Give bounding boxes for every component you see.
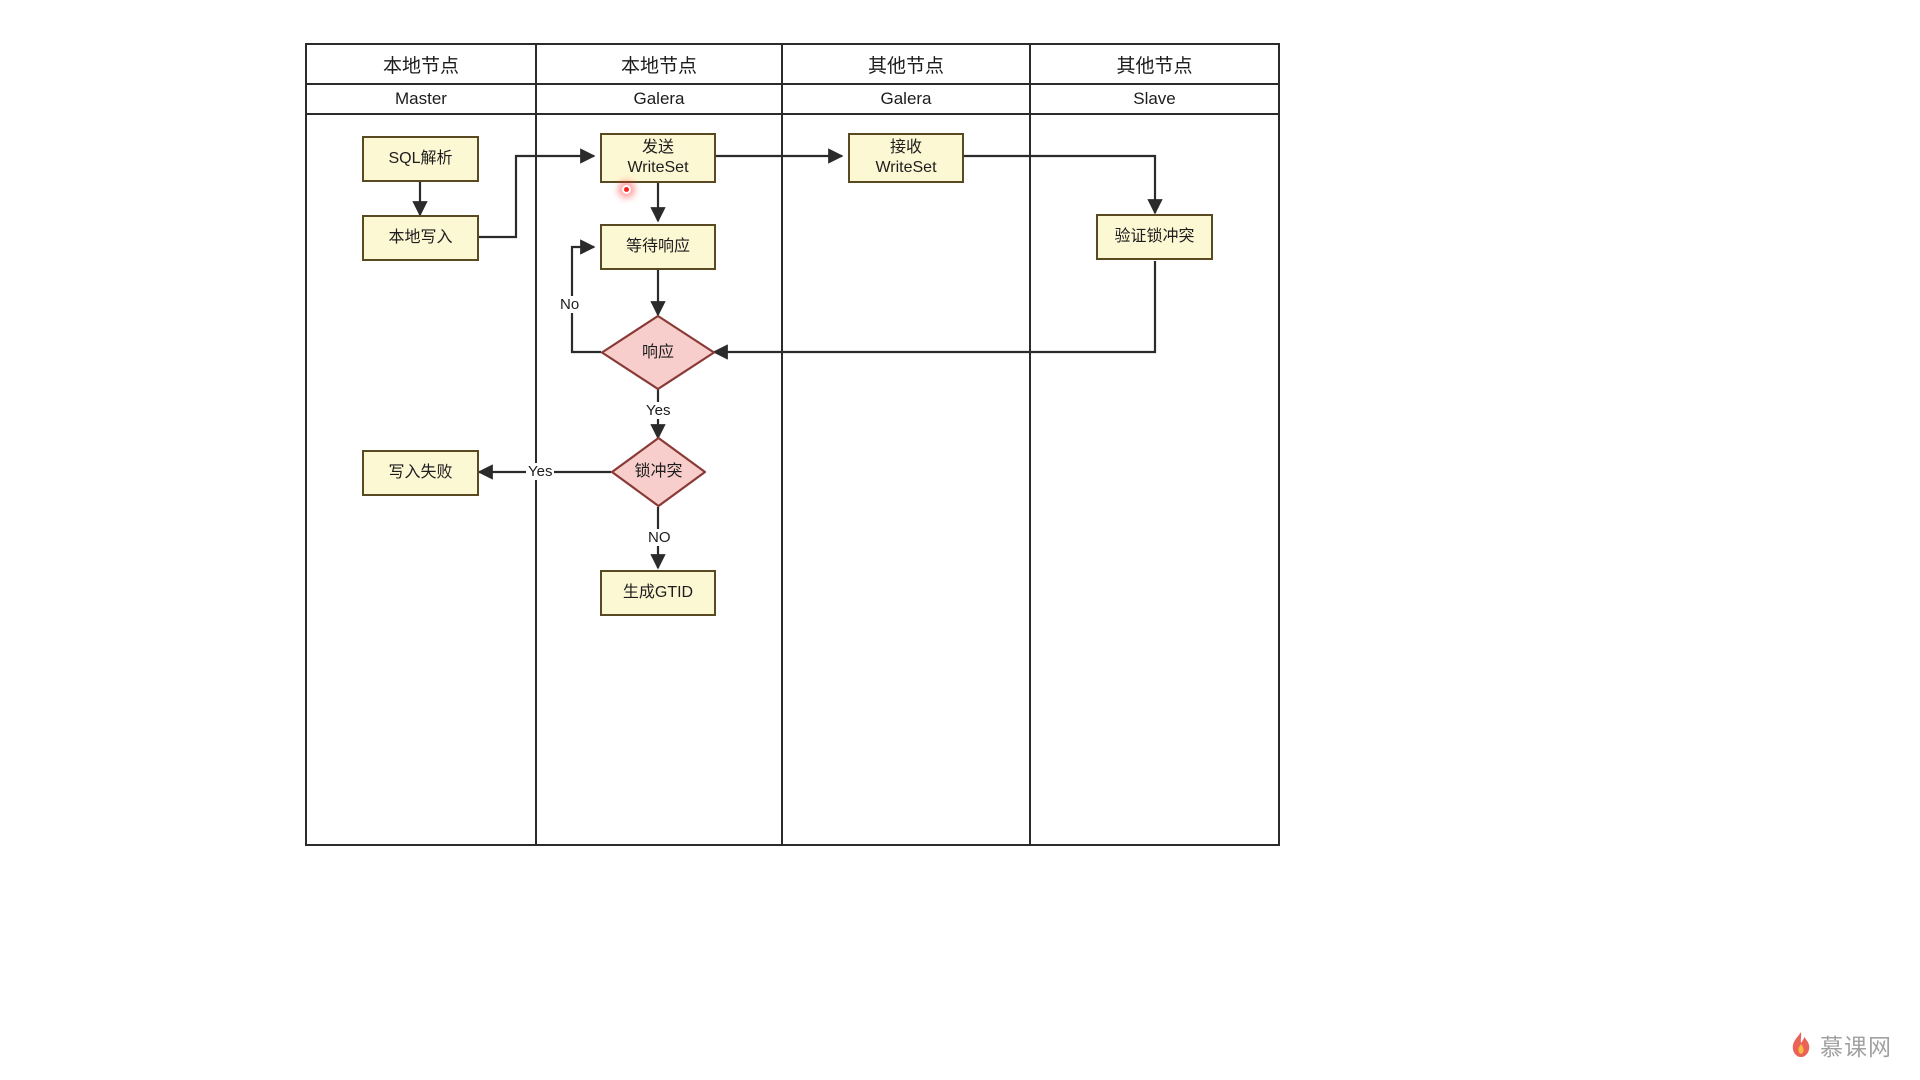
- node-local-write[interactable]: 本地写入: [362, 215, 479, 261]
- edge-label-lock-yes: Yes: [526, 463, 555, 480]
- node-generate-gtid-label: 生成GTID: [622, 584, 694, 601]
- node-receive-writeset-label-line1: 接收: [889, 139, 922, 156]
- response-diamond-shape: [601, 315, 715, 390]
- node-response-decision-label: 响应: [641, 343, 674, 361]
- node-verify-lock-conflict[interactable]: 验证锁冲突: [1096, 214, 1213, 260]
- node-wait-response-label: 等待响应: [625, 238, 690, 255]
- flame-icon: [1792, 1032, 1810, 1057]
- node-send-writeset-label-line1: 发送: [641, 139, 674, 156]
- swimlane-column-local-galera: [537, 115, 783, 844]
- swimlane-role-header-2: Galera: [783, 85, 1031, 113]
- node-lock-conflict-decision-label: 锁冲突: [634, 463, 683, 480]
- swimlane-column-other-galera: [783, 115, 1031, 844]
- node-verify-lock-conflict-label: 验证锁冲突: [1114, 228, 1195, 245]
- swimlane-role-header-3: Slave: [1133, 89, 1176, 108]
- swimlane-role-header-0: Master: [307, 85, 537, 113]
- cursor-pointer-dot: [622, 185, 631, 194]
- node-write-fail-label: 写入失败: [388, 464, 453, 481]
- node-send-writeset[interactable]: 发送 WriteSet: [600, 133, 716, 183]
- edge-label-response-yes: Yes: [644, 402, 673, 419]
- swimlane-role-header-1: Galera: [537, 85, 783, 113]
- swimlane-group-header-0: 本地节点: [307, 45, 537, 83]
- swimlane-group-header-3: 其他节点: [1116, 55, 1193, 77]
- node-sql-parse[interactable]: SQL解析: [362, 136, 479, 182]
- node-lock-conflict-decision[interactable]: 锁冲突: [611, 437, 706, 507]
- node-receive-writeset-label-line2: WriteSet: [875, 159, 937, 176]
- node-write-fail[interactable]: 写入失败: [362, 450, 479, 496]
- edge-label-lock-no: NO: [646, 529, 673, 546]
- swimlane-group-header-2: 其他节点: [783, 45, 1031, 83]
- node-sql-parse-label: SQL解析: [388, 150, 453, 167]
- swimlane-role-header-row: Master Galera Galera Slave: [307, 85, 1278, 115]
- node-send-writeset-label-line2: WriteSet: [627, 159, 689, 176]
- watermark-text: 慕课网: [1820, 1034, 1892, 1060]
- node-receive-writeset[interactable]: 接收 WriteSet: [848, 133, 964, 183]
- node-wait-response[interactable]: 等待响应: [600, 224, 716, 270]
- node-local-write-label: 本地写入: [388, 229, 453, 246]
- swimlane-group-header-row: 本地节点 本地节点 其他节点 其他节点: [307, 45, 1278, 85]
- swimlane-group-header-1: 本地节点: [537, 45, 783, 83]
- node-generate-gtid[interactable]: 生成GTID: [600, 570, 716, 616]
- node-response-decision[interactable]: 响应: [601, 315, 715, 390]
- lock-conflict-diamond-shape: [611, 437, 706, 507]
- watermark-logo: 慕课网: [1788, 1028, 1892, 1062]
- edge-label-response-no: No: [558, 296, 582, 313]
